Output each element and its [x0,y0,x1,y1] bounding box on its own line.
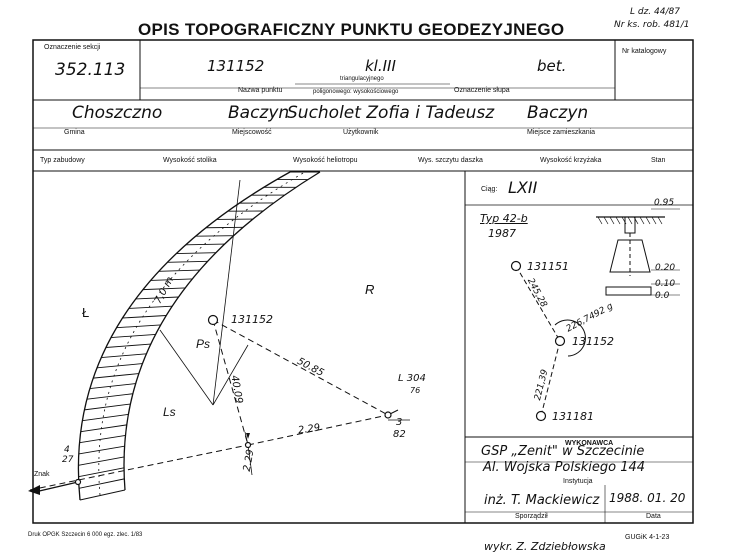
catalog-number-label: Nr katalogowy [622,48,667,55]
depth-3: 0.0 [655,291,670,301]
point-class: kl.III [365,57,396,75]
ref-ldz: L dz. 44/87 [630,7,680,17]
document-title: OPIS TOPOGRAFICZNY PUNKTU GEODEZYJNEGO [138,20,565,39]
user-value: Sucholet Zofia i Tadeusz [287,103,495,123]
ref-nr-ks: Nr ks. rob. 481/1 [614,20,690,30]
depth-top: 0.95 [654,198,675,208]
drawn-by: wykr. Z. Zdziebłowska [484,540,606,553]
main-point-label: 131152 [231,313,273,326]
print-info: Druk OPGK Szczecin 6 000 egz. zlec. 1/83 [28,532,143,538]
marker-year: 1987 [488,227,516,240]
residence-value: Baczyn [527,103,589,123]
contractor-name: GSP „Zenit" w Szczecinie [481,444,645,459]
prepared-by-label: Sporządził [515,513,548,520]
section-label: Oznaczenie sekcji [44,44,101,51]
point-a: 131151 [527,260,569,273]
depth-2: 0.10 [655,279,676,289]
roof-height-label: Wys. szczytu daszka [418,157,483,164]
date-label: Data [646,513,661,520]
traverse-label: Ciąg: [481,186,498,193]
point-number: 131152 [207,57,265,75]
point-b: 131152 [572,335,614,348]
pillar-label: Oznaczenie słupa [454,87,510,94]
table-height-label: Wysokość stolika [163,157,217,164]
author: inż. T. Mackiewicz [484,493,600,508]
line-number: L 304 [398,373,426,384]
ls-label: Ls [163,405,176,419]
marker-type: Typ 42-b [480,212,528,225]
state-label: Stan [651,157,666,164]
building-type-label: Typ zabudowy [40,157,85,164]
cross-height-label: Wysokość krzyżaka [540,157,602,164]
locality-label: Miejscowość [232,129,272,136]
node-number-top: 3 [396,417,403,428]
node-number-bottom: 82 [393,429,406,440]
section-value: 352.113 [55,60,126,80]
heliotrope-height-label: Wysokość heliotropu [293,157,358,164]
side-left-label: Ł [82,305,90,320]
form-code: GUGiK 4-1-23 [625,534,670,541]
commune-value: Choszczno [72,103,163,123]
ps-label: Ps [196,337,211,351]
left-number-top: 4 [64,445,70,455]
residence-label: Miejsce zamieszkania [527,129,596,136]
user-label: Użytkownik [343,129,379,136]
contractor-address: Al. Wojska Polskiego 144 [483,460,646,475]
left-number-bottom: 27 [62,455,74,465]
contractor-label: WYKONAWCA [565,440,614,447]
commune-label: Gmina [64,129,85,136]
institution-label: Instytucja [563,478,593,485]
line-sub: 76 [410,386,421,395]
point-name-label: Nazwa punktu [238,87,283,94]
date-value: 1988. 01. 20 [609,491,686,505]
traverse-value: LXII [508,178,538,197]
locality-value: Baczyn [228,103,290,123]
depth-1: 0.20 [655,263,676,273]
point-c: 131181 [552,410,594,423]
pillar-marking: bet. [537,57,567,75]
side-right-label: R [365,282,375,297]
znak-label: Znak [34,471,50,478]
point-type-bottom: poligonowego: wysokościowego [313,89,399,95]
point-type-top: triangulacyjnego [340,76,384,82]
